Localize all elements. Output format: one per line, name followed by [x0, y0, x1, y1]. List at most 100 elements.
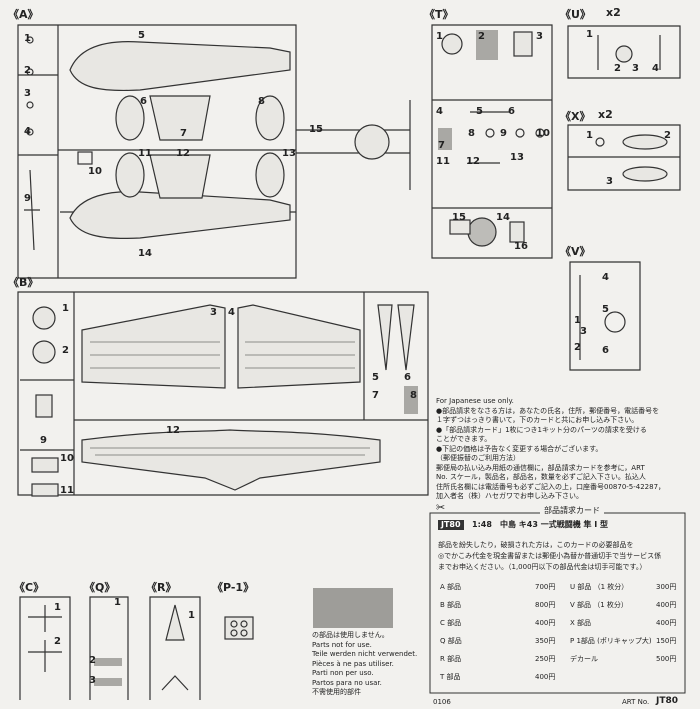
part-number: 6 — [602, 345, 609, 356]
part-name: R 部品 — [440, 655, 462, 663]
part-number: 6 — [404, 372, 411, 383]
part-number: 15 — [452, 212, 466, 223]
part-number: 1 — [574, 315, 581, 326]
product-name: 中島 キ43 一式戦闘機 隼 I 型 — [500, 520, 609, 529]
part-number: 6 — [140, 96, 147, 107]
card-desc: までお申込ください。（1,000円以下の部品代金は切手可能です。） — [438, 563, 647, 571]
wing-lower-full — [81, 429, 381, 491]
part-number: 12 — [166, 425, 180, 436]
info-line: ●下記の価格は予告なく変更する場合がございます。 — [436, 444, 603, 453]
part-number: 2 — [478, 31, 485, 42]
part-number: 1 — [188, 610, 195, 621]
sprue-t-label: 《T》 — [424, 8, 454, 21]
part-number: 3 — [24, 88, 31, 99]
wing-upper-right — [237, 304, 361, 389]
notice-line: Teile werden nicht verwendet. — [312, 650, 418, 658]
sprue-x-mult: x2 — [598, 108, 613, 121]
part-number: 5 — [476, 106, 483, 117]
part-price: 400円 — [535, 619, 556, 627]
wing-upper-left — [81, 304, 226, 389]
sprue-b-label: 《B》 — [8, 276, 39, 289]
parts-card-frame — [429, 512, 686, 694]
sprue-c-label: 《C》 — [14, 581, 45, 594]
part-number: 1 — [54, 602, 61, 613]
part-number: 4 — [602, 272, 609, 283]
sprue-x-label: 《X》 — [560, 110, 591, 123]
notice-line: 不需使用的部件 — [312, 688, 361, 696]
part-number: 8 — [258, 96, 265, 107]
part-number: 4 — [228, 307, 235, 318]
card-title: 部品請求カード — [540, 506, 604, 516]
card-desc: 部品を紛失したり，破損された方は，このカードの必要部品を — [438, 541, 634, 549]
fuselage-upper-part — [69, 41, 291, 92]
art-no: JT80 — [656, 696, 679, 706]
part-number: 3 — [210, 307, 217, 318]
part-number: 5 — [138, 30, 145, 41]
info-line: 加入者名（株）ハセガワでお申し込み下さい。 — [436, 492, 583, 500]
part-number: 11 — [138, 148, 152, 159]
not-used-notice: の部品は使用しません。 Parts not for use. Teile wer… — [312, 631, 417, 698]
part-number: 4 — [652, 63, 659, 74]
part-number: 14 — [138, 248, 152, 259]
part-name: V 部品 （1 枚分） — [570, 601, 628, 609]
part-name: P 1部品 (ポリキャップ大) — [570, 637, 652, 645]
part-price: 500円 — [656, 655, 677, 663]
sprue-a-frame — [17, 24, 411, 279]
art-tag: JT80 — [438, 520, 464, 530]
part-number: 1 — [586, 29, 593, 40]
part-number: 3 — [580, 326, 587, 337]
sprue-t-frame — [431, 24, 553, 259]
scale-label: 1:48 — [472, 520, 492, 529]
part-number: 9 — [40, 435, 47, 446]
sprue-r-frame — [149, 596, 201, 700]
part-number: 13 — [510, 152, 524, 163]
part-number: 16 — [514, 241, 528, 252]
part-number: 1 — [114, 597, 121, 608]
part-number: 4 — [436, 106, 443, 117]
info-line: ●「部品請求カード」1枚につき1キット分のパーツの請求を受ける — [436, 425, 647, 434]
sprue-x-frame — [567, 124, 681, 191]
part-number: 2 — [89, 655, 96, 666]
sprue-v-frame — [569, 261, 641, 371]
fuselage-lower-part — [69, 191, 291, 239]
sprue-a-label: 《A》 — [8, 8, 39, 21]
info-line: ことができます。 — [436, 435, 492, 443]
part-name: デカール — [570, 655, 598, 663]
notice-line: Pièces à ne pas utiliser. — [312, 659, 394, 668]
part-number: 3 — [606, 176, 613, 187]
sprue-r-label: 《R》 — [146, 581, 177, 594]
sprue-v-label: 《V》 — [560, 245, 591, 258]
part-number: 1 — [62, 303, 69, 314]
part-name: C 部品 — [440, 619, 462, 627]
part-price: 400円 — [656, 619, 677, 627]
info-line: No. スケール，製品名，部品名，数量を必ずご記入下さい。払込人 — [436, 473, 646, 481]
part-name: A 部品 — [440, 583, 462, 591]
sprue-p1-label: 《P-1》 — [212, 581, 255, 594]
part-price: 400円 — [535, 673, 556, 681]
part-number: 10 — [88, 166, 102, 177]
part-number: 14 — [496, 212, 510, 223]
part-number: 7 — [372, 390, 379, 401]
info-line: 郵便局の払い込み用紙の通信欄に，部品請求カードを参考に，ART — [436, 463, 645, 472]
part-number: 5 — [372, 372, 379, 383]
part-number: 12 — [176, 148, 190, 159]
part-number: 10 — [60, 453, 74, 464]
part-number: 3 — [89, 675, 96, 686]
part-number: 9 — [500, 128, 507, 139]
part-number: 11 — [60, 485, 74, 496]
part-price: 350円 — [535, 637, 556, 645]
part-number: 1 — [586, 130, 593, 141]
part-name: Q 部品 — [440, 637, 462, 645]
part-price: 700円 — [535, 583, 556, 591]
part-price: 250円 — [535, 655, 556, 663]
sprue-u-mult: x2 — [606, 6, 621, 19]
part-name: X 部品 — [570, 619, 592, 627]
part-number: 3 — [536, 31, 543, 42]
part-number: 5 — [602, 304, 609, 315]
part-number: 2 — [54, 636, 61, 647]
part-price: 800円 — [535, 601, 556, 609]
part-price: 300円 — [656, 583, 677, 591]
part-number: 15 — [309, 124, 323, 135]
part-number: 8 — [410, 390, 417, 401]
